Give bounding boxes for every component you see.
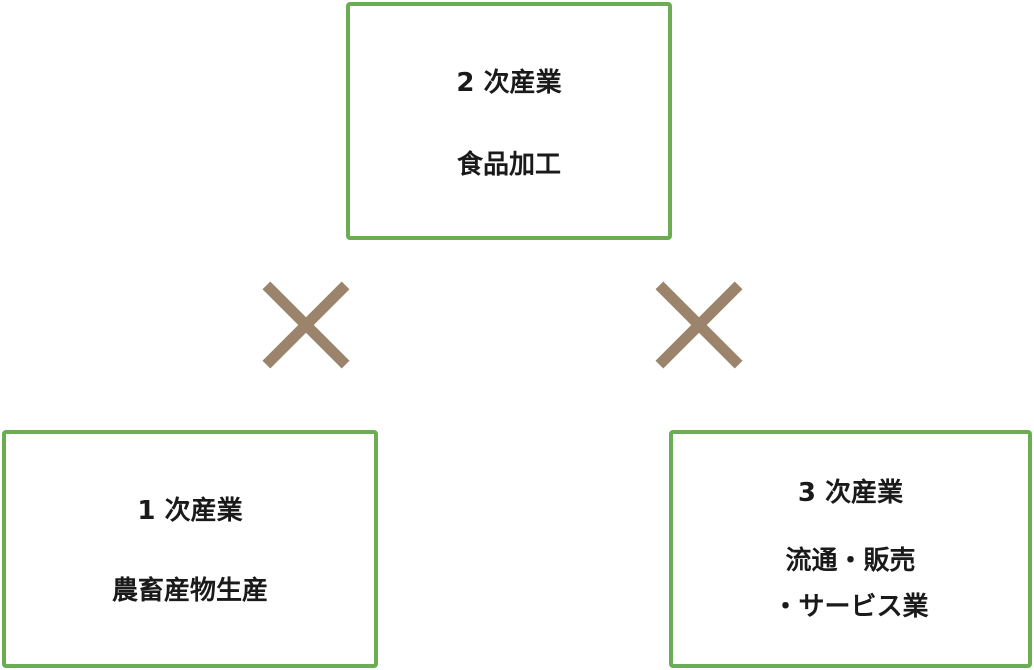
tertiary-industry-box: 3 次産業 流通・販売 ・サービス業 [669, 430, 1032, 668]
tertiary-industry-title: 3 次産業 [797, 478, 904, 508]
secondary-industry-description: 食品加工 [456, 150, 561, 180]
multiply-icon-right [656, 282, 742, 368]
secondary-industry-box: 2 次産業 食品加工 [346, 2, 672, 240]
primary-industry-description: 農畜産物生産 [111, 576, 268, 606]
primary-industry-title: 1 次産業 [137, 496, 243, 526]
multiply-icon-left [263, 282, 349, 368]
secondary-industry-title: 2 次産業 [456, 68, 562, 98]
tertiary-industry-description-line1: 流通・販売 [785, 546, 916, 576]
primary-industry-box: 1 次産業 農畜産物生産 [2, 430, 378, 668]
tertiary-industry-description-line2: ・サービス業 [772, 592, 929, 622]
